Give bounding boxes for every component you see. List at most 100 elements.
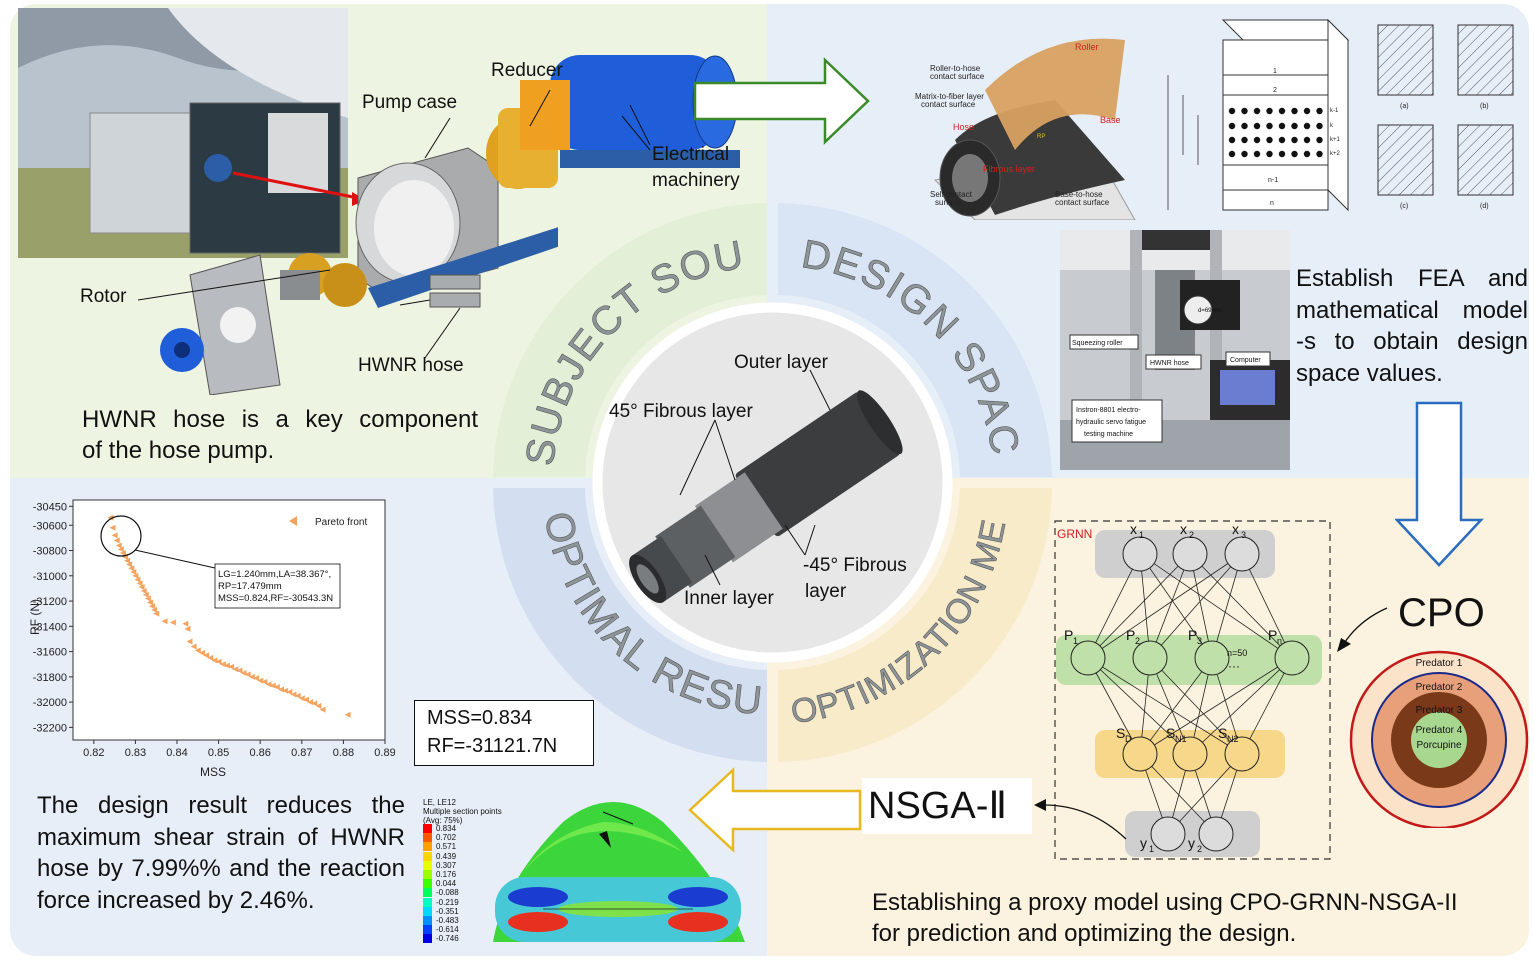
pareto-point: [203, 652, 210, 659]
grnn-edge: [1087, 553, 1141, 659]
fiber-dot: [1291, 150, 1298, 158]
pareto-point: [311, 700, 318, 707]
legend-title-3: (Avg: 75%): [423, 816, 463, 825]
fiber-dot: [1278, 150, 1286, 158]
central-ring: SUBJECT SOURCE DESIGN SPACE OPTIMAL RESU…: [485, 195, 1052, 762]
legend-swatch: [423, 860, 432, 870]
grnn-node-subscript: D: [1125, 734, 1132, 744]
x-tick-label: 0.89: [374, 747, 395, 759]
legend-value: 0.176: [436, 870, 457, 880]
pareto-point: [253, 675, 260, 682]
pareto-point: [182, 620, 189, 627]
label-reducer: Reducer: [491, 60, 563, 81]
hose-cross-section: [629, 390, 903, 604]
fibrous-m45-shape: [655, 505, 736, 588]
subject-caption-line1: HWNR hose is a key component: [82, 406, 478, 433]
pareto-point: [140, 587, 147, 594]
fiber-dot: [1291, 136, 1298, 144]
fiber-dot: [1303, 150, 1311, 158]
grnn-node-label: S: [1166, 725, 1175, 741]
grnn-edge: [1189, 657, 1293, 755]
fiber-dot: [1266, 107, 1273, 115]
pareto-point: [146, 599, 153, 606]
fea-base-contact-2: contact surface: [1055, 198, 1110, 207]
y-tick-label: -30450: [33, 501, 67, 513]
test-hose-label: HWNR hose: [1150, 360, 1189, 367]
grnn-node-label: P: [1268, 627, 1277, 643]
method-caption-line2: for prediction and optimizing the design…: [872, 920, 1297, 947]
legend-swatch: [423, 824, 432, 834]
label-outer-layer: Outer layer: [734, 352, 828, 373]
test-diameter-label: d=69mm: [1198, 308, 1222, 314]
grnn-node-subscript: 1: [1139, 530, 1144, 540]
grnn-edge: [1189, 553, 1293, 659]
label-m45-fibrous: -45° Fibrous: [803, 555, 907, 576]
porcupine-core: [1411, 712, 1467, 768]
design-caption-line3: -s to obtain design: [1296, 328, 1528, 355]
fiber-dot: [1303, 136, 1311, 144]
pareto-point: [132, 572, 139, 579]
grnn-edge: [1087, 657, 1141, 755]
fiber-dot: [1228, 107, 1236, 115]
grnn-dashed-frame: [1054, 520, 1331, 860]
legend-row: 0.571: [423, 842, 459, 852]
nsga-arrow: [1034, 799, 1127, 840]
layer-k+1: k+1: [1330, 137, 1341, 143]
fiber-dot: [1303, 122, 1311, 130]
label-45-fibrous: 45° Fibrous layer: [609, 401, 753, 422]
grnn-edge: [1241, 553, 1293, 659]
pareto-point: [117, 546, 124, 553]
legend-row: -0.351: [423, 906, 459, 916]
chart-points: [107, 514, 351, 718]
cabinet-door: [89, 112, 191, 234]
grnn-edge: [1139, 553, 1293, 659]
pareto-point: [344, 711, 351, 718]
contour-plot: [493, 802, 745, 942]
result-rf: RF=-31121.7N: [427, 735, 558, 757]
legend-value: -0.483: [436, 915, 459, 925]
grnn-node: [1122, 536, 1158, 572]
legend-swatch: [423, 833, 432, 843]
callout-circle: [100, 515, 142, 557]
pareto-point: [119, 550, 126, 557]
x-tick-label: 0.86: [249, 747, 270, 759]
legend-value: 0.439: [436, 851, 457, 861]
test-roller-label: Squeezing roller: [1072, 340, 1123, 347]
pareto-point: [190, 643, 197, 650]
pareto-point: [134, 576, 141, 583]
pareto-point: [302, 696, 309, 703]
grnn-node-label: x: [1130, 521, 1137, 537]
fiber-dot: [1291, 107, 1298, 115]
legend-swatch: [423, 851, 432, 861]
fiber-dot: [1291, 122, 1298, 130]
fiber-dot: [1241, 122, 1248, 130]
pareto-point: [240, 670, 247, 677]
red-pointer-arrow: [232, 171, 359, 200]
ring-br: [778, 488, 1052, 762]
layered-composite-diagram: 1 2 k-1 k k+1 k+2 n-1 n: [1167, 18, 1350, 212]
fiber-dot: [1278, 136, 1286, 144]
pareto-point: [138, 584, 145, 591]
grnn-node-subscript: 1: [1073, 636, 1078, 646]
fea-base-label: Base: [1100, 115, 1121, 125]
legend-row: 0.176: [423, 870, 459, 880]
inner-layer-shape: [631, 536, 693, 603]
pareto-point: [130, 569, 137, 575]
label-electrical: Electrical: [652, 144, 730, 165]
grnn-node: [1070, 640, 1106, 676]
legend-row: 0.439: [423, 851, 459, 861]
sub-d: (d): [1480, 203, 1489, 210]
pareto-point: [161, 618, 168, 625]
sub-a: (a): [1400, 103, 1409, 110]
legend-value: -0.219: [436, 897, 459, 907]
grnn-node-label: P: [1188, 627, 1197, 643]
pareto-point: [169, 619, 176, 626]
label-machinery: machinery: [652, 170, 740, 191]
legend-row: -0.088: [423, 888, 459, 898]
fea-roller-contact-1: Roller-to-hose: [930, 64, 981, 73]
pareto-point: [286, 689, 293, 695]
pareto-point: [136, 580, 143, 587]
fea-fibrous-label: Fibrous layer: [983, 164, 1035, 174]
design-caption: Establish FEA and mathematical model -s …: [1296, 263, 1528, 389]
